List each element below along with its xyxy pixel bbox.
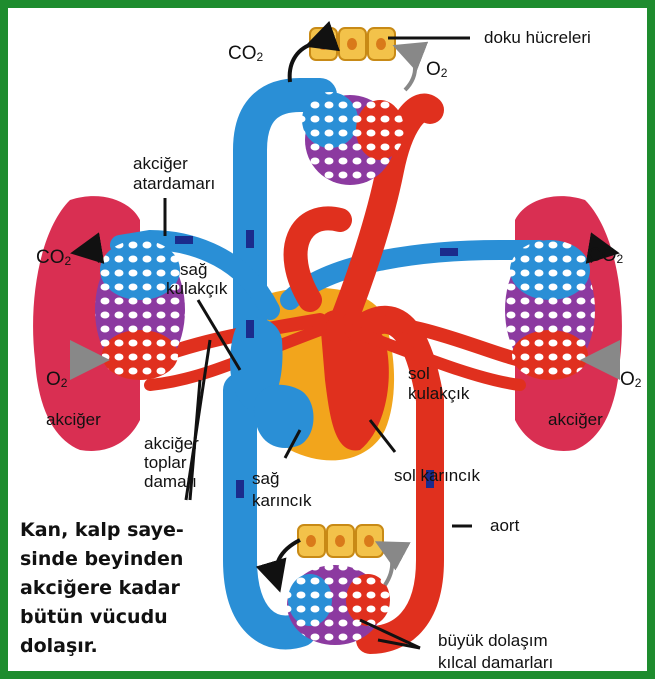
co2-right-label: CO2: [588, 246, 623, 267]
right-ventricle-label: sağ karıncık: [252, 468, 312, 512]
pulmonary-veins-label: akciğer toplar damarı: [144, 434, 199, 491]
systemic-capillaries-label: büyük dolaşım kılcal damarları: [438, 630, 553, 674]
o2-top-label: O2: [426, 60, 447, 81]
left-atrium-label: sol kulakçık: [408, 364, 469, 404]
co2-top-label: CO2: [228, 44, 263, 65]
right-lung-capillaries: [505, 240, 595, 380]
right-ventricle: [254, 385, 313, 448]
co2-bottom-arrow: [276, 540, 300, 585]
right-atrium-label: sağ kulakçık: [166, 260, 227, 298]
right-lung-label: akciğer: [548, 410, 603, 430]
diagram-caption: Kan, kalp saye- sinde beyinden akciğere …: [20, 516, 220, 661]
left-ventricle-label: sol karıncık: [394, 466, 480, 486]
left-lung-label: akciğer: [46, 410, 101, 430]
aorta-label: aort: [490, 516, 519, 536]
tissue-cells-label: doku hücreleri: [484, 28, 591, 48]
o2-top-arrow: [400, 48, 415, 90]
o2-left-label: O2: [46, 370, 67, 391]
o2-right-label: O2: [620, 370, 641, 391]
co2-top-arrow: [290, 44, 312, 82]
pulmonary-artery-label: akciğer atardamarı: [133, 154, 215, 194]
co2-left-label: CO2: [36, 248, 71, 269]
